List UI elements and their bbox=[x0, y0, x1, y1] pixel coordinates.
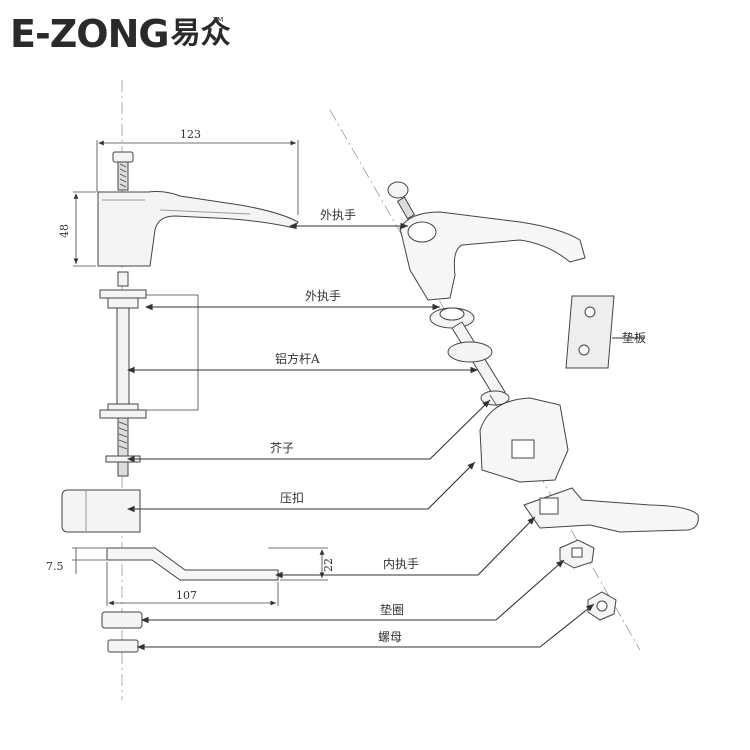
inner-handle-side-view bbox=[106, 547, 279, 581]
brand-chinese: 易众 bbox=[170, 16, 231, 51]
press-cap-side-view bbox=[61, 489, 141, 533]
label-press-cap: 压扣 bbox=[280, 491, 304, 505]
washer-side-view bbox=[101, 611, 143, 629]
brand-trademark: TM bbox=[213, 16, 224, 24]
label-spindle-piece: 芥子 bbox=[270, 441, 294, 455]
nut-side-view bbox=[107, 639, 139, 653]
backing-plate-isometric bbox=[565, 295, 615, 369]
label-nut: 螺母 bbox=[378, 630, 402, 644]
dimension-height-left-text: 48 bbox=[58, 224, 71, 238]
label-outer-handle-2: 外执手 bbox=[305, 289, 341, 303]
leader-nut bbox=[136, 603, 595, 651]
dimension-offset-left-text: 7.5 bbox=[46, 560, 64, 573]
rod-assembly-side-view bbox=[99, 271, 147, 477]
outer-handle-side-view bbox=[97, 151, 299, 267]
label-washer: 垫圈 bbox=[380, 602, 404, 617]
rod-bracket bbox=[146, 294, 199, 411]
dimension-height-inner-text: 22 bbox=[322, 558, 335, 572]
washer-isometric bbox=[559, 539, 595, 569]
leader-washer bbox=[140, 559, 565, 624]
dimension-height-left: 48 bbox=[58, 191, 96, 267]
label-outer-handle-1: 外执手 bbox=[320, 208, 356, 222]
dimension-width-top-text: 123 bbox=[180, 128, 201, 141]
label-backing-plate: 垫板 bbox=[622, 330, 646, 345]
label-aluminum-rod: 铝方杆A bbox=[275, 351, 320, 366]
dimension-offset-left: 7.5 bbox=[46, 547, 106, 574]
dimension-width-bottom: 107 bbox=[106, 562, 279, 606]
leader-spindle-piece bbox=[126, 399, 491, 463]
dimension-width-top: 123 bbox=[96, 128, 299, 215]
brand-latin: E-ZONG bbox=[10, 12, 170, 56]
leader-press-cap bbox=[126, 461, 476, 513]
nut-isometric bbox=[587, 591, 617, 621]
brand-logo: E-ZONG 易众 TM bbox=[10, 14, 231, 54]
label-inner-handle: 内执手 bbox=[383, 557, 419, 571]
dimension-width-bottom-text: 107 bbox=[176, 589, 197, 602]
press-cap-isometric bbox=[479, 397, 569, 483]
inner-handle-isometric bbox=[523, 487, 699, 533]
outer-handle-isometric bbox=[387, 181, 586, 301]
